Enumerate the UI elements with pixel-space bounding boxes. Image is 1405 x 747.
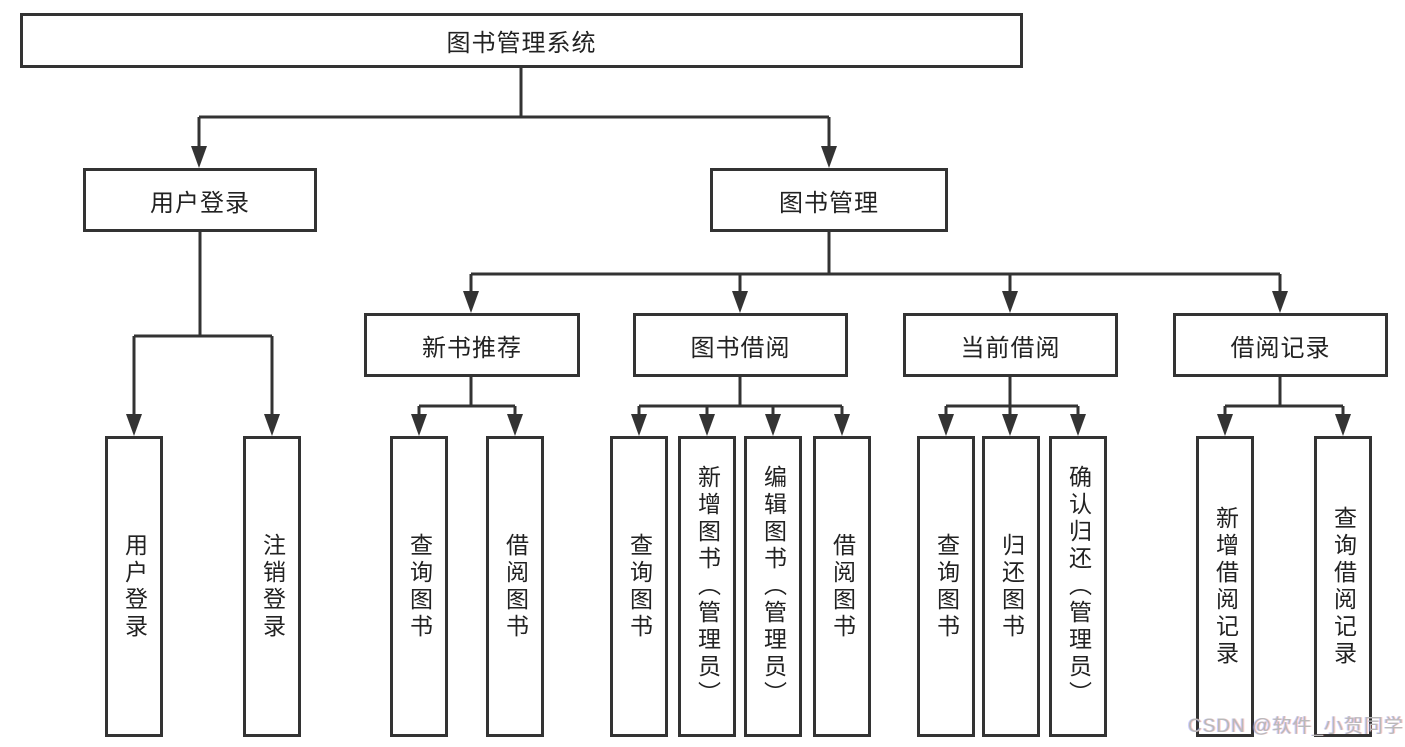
- leaf-return-books: 归还图书: [982, 436, 1040, 737]
- node-current-borrowing: 当前借阅: [903, 313, 1118, 377]
- leaf-add-books-admin: 新增图书（管理员）: [678, 436, 736, 737]
- leaf-search-books-current: 查询图书: [917, 436, 975, 737]
- arrowheads: [126, 146, 1351, 436]
- leaf-confirm-return-admin: 确认归还（管理员）: [1049, 436, 1107, 737]
- leaf-edit-books-admin: 编辑图书（管理员）: [744, 436, 802, 737]
- leaf-search-borrow-record: 查询借阅记录: [1314, 436, 1372, 737]
- leaf-borrow-books: 借阅图书: [813, 436, 871, 737]
- node-new-book-recommendation: 新书推荐: [364, 313, 580, 377]
- node-book-management: 图书管理: [710, 168, 948, 232]
- node-borrowing-records: 借阅记录: [1173, 313, 1388, 377]
- leaf-add-borrow-record: 新增借阅记录: [1196, 436, 1254, 737]
- node-user-login: 用户登录: [83, 168, 317, 232]
- leaf-search-books-borrowing: 查询图书: [610, 436, 668, 737]
- leaf-search-books-recommend: 查询图书: [390, 436, 448, 737]
- leaf-user-login: 用户登录: [105, 436, 163, 737]
- csdn-watermark: CSDN @软件_小贺同学: [1188, 716, 1404, 737]
- node-library-management-system: 图书管理系统: [20, 13, 1023, 68]
- node-book-borrowing: 图书借阅: [633, 313, 848, 377]
- leaf-logout: 注销登录: [243, 436, 301, 737]
- leaf-borrow-books-recommend: 借阅图书: [486, 436, 544, 737]
